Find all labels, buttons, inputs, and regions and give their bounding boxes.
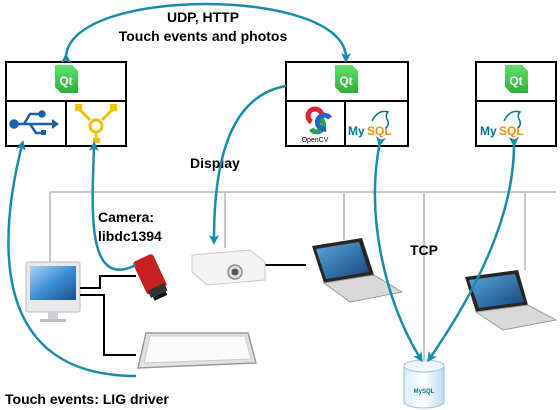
camera-arrow bbox=[88, 141, 137, 271]
svg-text:My: My bbox=[348, 124, 365, 138]
tcp-arrow-left bbox=[373, 136, 423, 363]
usb-icon bbox=[9, 110, 59, 135]
server-box: Qt OpenCV My SQL bbox=[285, 61, 409, 147]
touch-table-icon bbox=[137, 332, 257, 369]
imac-icon bbox=[25, 261, 81, 322]
qt-logo: Qt bbox=[505, 65, 528, 93]
display-arrow bbox=[209, 84, 287, 245]
svg-text:Qt: Qt bbox=[339, 74, 352, 88]
svg-text:Qt: Qt bbox=[509, 74, 522, 88]
touch-photos-label: Touch events and photos bbox=[119, 28, 288, 44]
svg-text:Qt: Qt bbox=[59, 74, 72, 88]
qt-logo: Qt bbox=[335, 65, 358, 93]
camera-lib-label: libdc1394 bbox=[98, 228, 162, 244]
firewire-icon bbox=[75, 104, 117, 143]
camera-icon bbox=[133, 254, 168, 301]
laptop-icon bbox=[465, 270, 558, 331]
database-icon: MySQL bbox=[403, 359, 445, 409]
protocol-label: UDP, HTTP bbox=[167, 9, 239, 25]
opencv-logo: OpenCV bbox=[302, 106, 333, 144]
mysql-logo: My SQL bbox=[348, 110, 392, 138]
tcp-label: TCP bbox=[410, 242, 438, 258]
svg-text:MySQL: MySQL bbox=[414, 389, 435, 395]
svg-text:OpenCV: OpenCV bbox=[302, 137, 329, 144]
top-bidirectional-arrow bbox=[60, 2, 351, 64]
cable-lines bbox=[80, 264, 306, 356]
mysql-logo: My SQL bbox=[480, 110, 524, 138]
camera-label: Camera: bbox=[98, 209, 154, 225]
touch-events-arrow bbox=[7, 140, 137, 378]
svg-text:My: My bbox=[480, 124, 497, 138]
display-label: Display bbox=[190, 155, 240, 171]
tcp-arrow-right bbox=[427, 136, 519, 363]
qt-logo: Qt bbox=[55, 65, 78, 93]
arrows bbox=[7, 2, 519, 378]
laptop-icon bbox=[312, 238, 404, 303]
client-box: Qt bbox=[5, 61, 127, 147]
db-box: Qt My SQL bbox=[475, 61, 557, 147]
projector-icon bbox=[191, 249, 266, 286]
touch-driver-label: Touch events: LIG driver bbox=[5, 391, 169, 407]
